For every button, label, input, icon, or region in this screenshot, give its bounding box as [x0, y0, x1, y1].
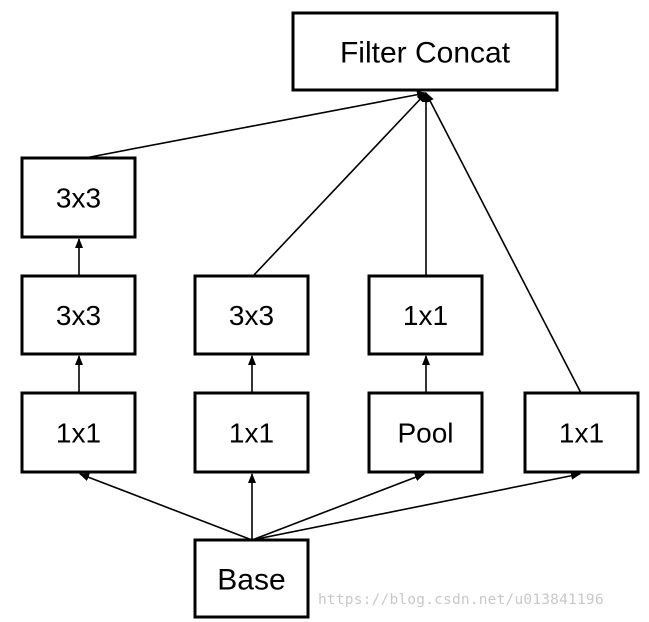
node-box — [193, 391, 310, 474]
node-base: Base — [193, 538, 310, 619]
node-box — [20, 274, 137, 356]
node-b3-mid: 1x1 — [367, 274, 484, 356]
node-box — [291, 11, 559, 92]
edge-base-to-b1-bot — [79, 473, 253, 541]
node-label: 3x3 — [56, 300, 101, 331]
node-b2-bot: 1x1 — [193, 391, 310, 474]
node-label: 3x3 — [229, 300, 274, 331]
node-b1-top: 3x3 — [20, 156, 137, 239]
node-b4-bot: 1x1 — [523, 391, 640, 474]
node-box — [193, 274, 310, 356]
node-b1-bot: 1x1 — [20, 391, 137, 474]
node-b1-mid: 3x3 — [20, 274, 137, 356]
edge-b1-top-to-filter-concat — [84, 90, 427, 159]
node-label: 1x1 — [559, 418, 604, 449]
node-label: Base — [217, 563, 285, 596]
node-label: 1x1 — [56, 418, 101, 449]
node-label: 1x1 — [403, 300, 448, 331]
watermark-text: https://blog.csdn.net/u013841196 — [318, 592, 604, 608]
node-box — [193, 538, 310, 619]
node-label: 3x3 — [56, 183, 101, 214]
node-label: Filter Concat — [340, 36, 511, 69]
node-box — [523, 391, 640, 474]
node-label: Pool — [397, 418, 453, 449]
node-box — [20, 391, 137, 474]
edges — [75, 90, 582, 541]
edge-b2-mid-to-filter-concat — [252, 92, 427, 277]
node-label: 1x1 — [229, 418, 274, 449]
node-b2-mid: 3x3 — [193, 274, 310, 356]
edge-base-to-b3-bot — [251, 473, 425, 541]
edge-b4-bot-to-filter-concat — [425, 92, 582, 394]
node-box — [20, 156, 137, 239]
edge-base-to-b4-bot — [251, 471, 581, 541]
node-box — [367, 274, 484, 356]
node-box — [367, 391, 484, 474]
node-b3-bot: Pool — [367, 391, 484, 474]
node-filter-concat: Filter Concat — [291, 11, 559, 92]
